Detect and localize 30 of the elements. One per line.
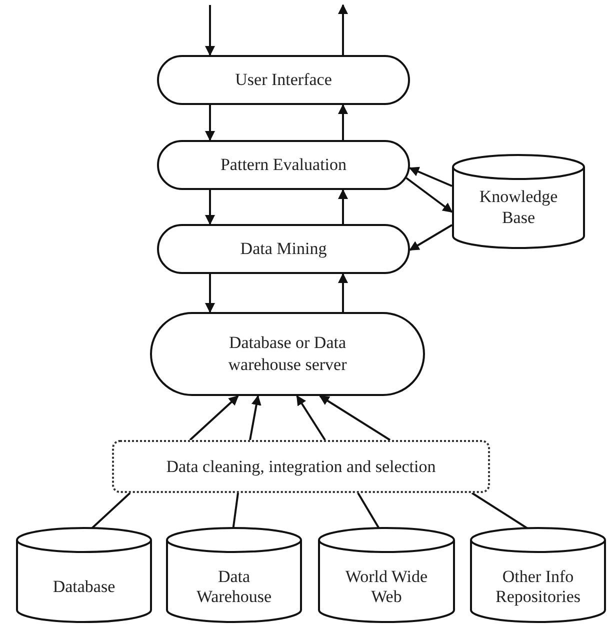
process-pill: Data Mining	[157, 224, 410, 274]
arrow	[408, 166, 452, 187]
arrow	[338, 4, 348, 55]
process-pill: Database or Data warehouse server	[150, 312, 425, 396]
process-pill: Pattern Evaluation	[157, 140, 410, 190]
process-pill: User Interface	[157, 55, 410, 105]
cylinder-label: Other Info Repositories	[494, 566, 582, 608]
arrow	[338, 273, 348, 312]
database-cylinder	[452, 155, 585, 248]
arrow	[205, 105, 215, 141]
arrow	[338, 189, 348, 224]
arrow	[338, 104, 348, 140]
database-cylinder	[16, 528, 152, 622]
cylinder-label: Data Warehouse	[195, 566, 273, 608]
arrow	[189, 395, 239, 441]
cylinder-label: World Wide Web	[344, 566, 429, 608]
arrow	[406, 177, 453, 213]
cylinder-label: Knowledge Base	[478, 187, 559, 228]
arrow	[205, 274, 215, 313]
arrow	[296, 395, 326, 441]
arrow	[409, 224, 453, 251]
process-box: Data cleaning, integration and selection	[112, 440, 490, 493]
database-cylinder	[166, 528, 302, 622]
arrow	[249, 395, 262, 440]
arrow	[319, 395, 391, 441]
arrow	[205, 5, 215, 56]
cylinder-label: Database	[52, 576, 116, 598]
arrow	[205, 190, 215, 225]
database-cylinder	[318, 528, 455, 622]
database-cylinder	[470, 528, 606, 622]
